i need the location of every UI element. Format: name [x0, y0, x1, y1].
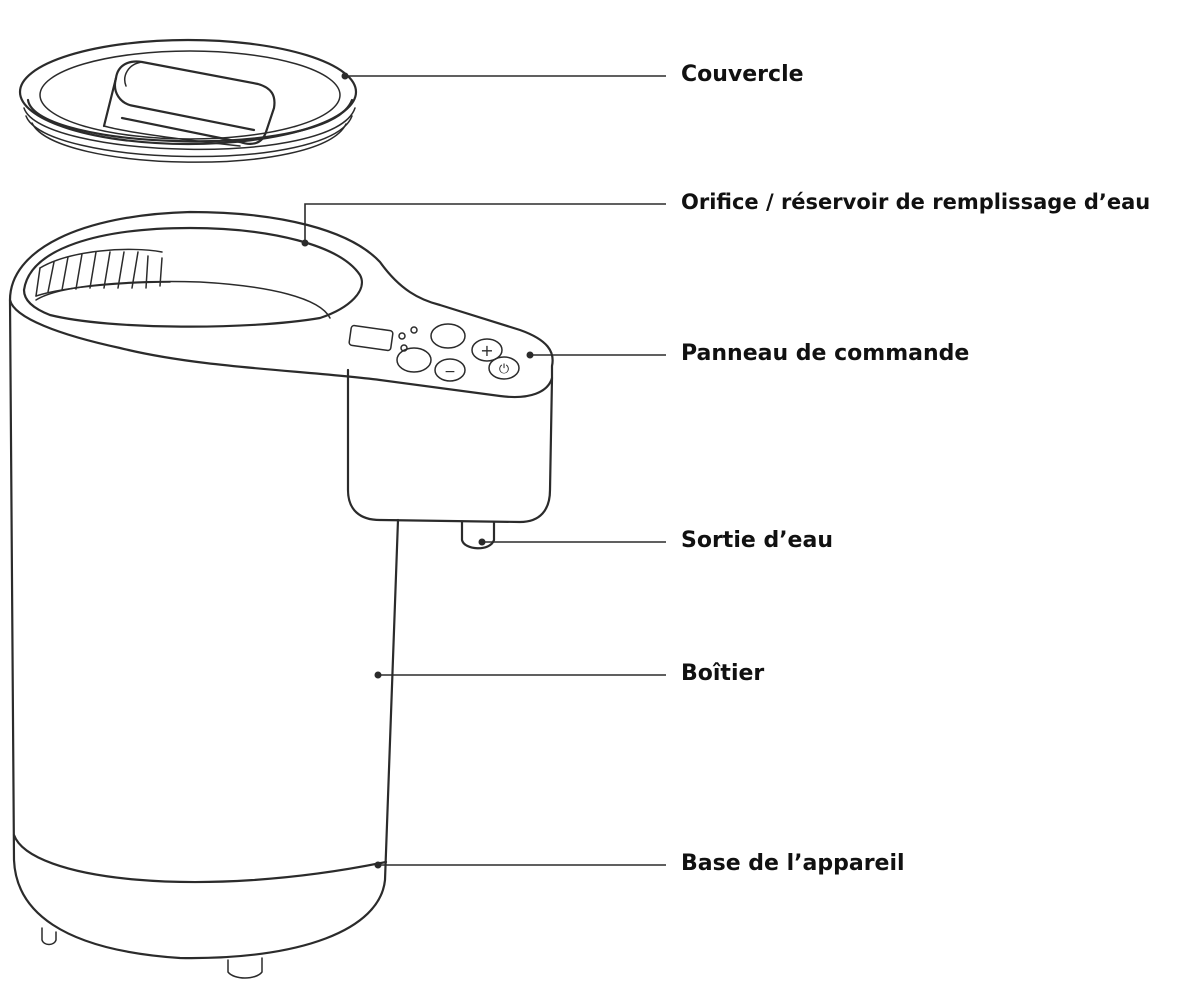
leader-lines [302, 73, 667, 869]
lid-drawing [20, 40, 356, 162]
power-button-icon: ⏻ [499, 362, 509, 377]
label-fill-opening: Orifice / réservoir de remplissage d’eau [681, 192, 1150, 213]
display-screen [349, 325, 393, 351]
vent-grille [36, 249, 170, 296]
control-panel-drawing: + − ⏻ [349, 324, 519, 381]
button-a [431, 324, 465, 348]
lid-handle [104, 62, 274, 146]
water-outlet-nozzle [462, 522, 494, 548]
label-lid: Couvercle [681, 64, 804, 86]
body-drawing: + − ⏻ [10, 212, 553, 978]
label-control-panel: Panneau de commande [681, 343, 969, 365]
button-b [397, 348, 431, 372]
label-housing: Boîtier [681, 663, 764, 685]
plus-button-icon: + [480, 341, 493, 360]
minus-button-icon: − [444, 364, 456, 380]
label-base: Base de l’appareil [681, 853, 905, 875]
label-water-outlet: Sortie d’eau [681, 530, 833, 552]
